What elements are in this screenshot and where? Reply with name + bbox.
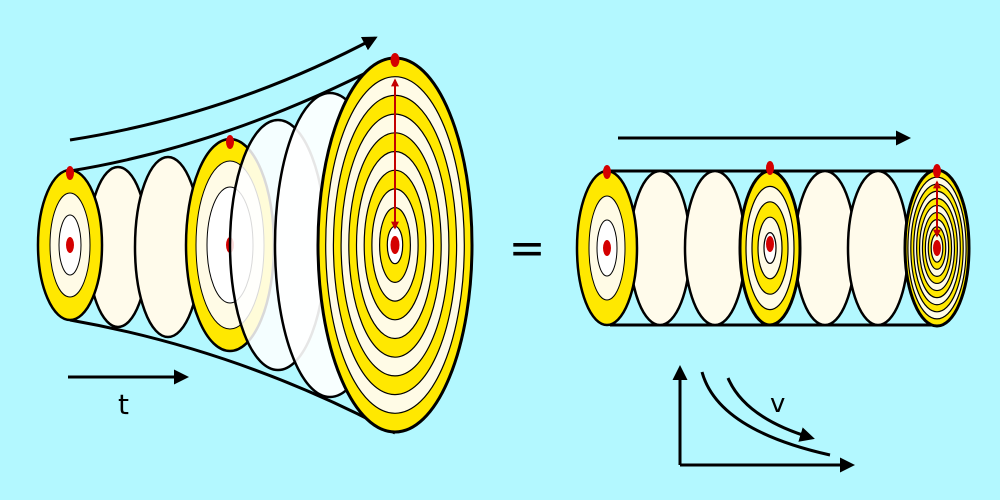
center-dot: [933, 240, 941, 256]
growth-arrow: [69, 36, 378, 142]
edge-dot: [766, 161, 774, 175]
decay-curve: [700, 371, 831, 457]
edge-dot: [603, 165, 611, 179]
edge-dot: [390, 53, 400, 67]
spacer-disk: [628, 169, 692, 327]
center-dot: [390, 236, 400, 254]
ringed-disk-small: [36, 166, 104, 322]
center-dot: [66, 237, 74, 253]
velocity-arrow: [726, 377, 815, 442]
time-label: t: [118, 388, 129, 421]
edge-dot: [66, 166, 74, 180]
decay-graph: v: [672, 365, 855, 473]
edge-dot: [226, 135, 234, 149]
spacer-disk: [683, 169, 747, 327]
ringed-disk-large: [316, 53, 474, 434]
spacer-disk: [793, 169, 857, 327]
expanding-cone: t: [36, 36, 474, 435]
center-dot: [766, 236, 774, 252]
edge-dot: [933, 164, 941, 178]
equals-sign: =: [509, 223, 546, 274]
velocity-label: v: [770, 389, 785, 419]
ringed-disk-cylinder-3: [903, 164, 971, 328]
spacer-disk: [846, 169, 910, 327]
ringed-disk-cylinder-2: [738, 161, 802, 327]
ringed-disk-cylinder-1: [575, 165, 639, 327]
cone-lower-edge: [69, 318, 396, 435]
cone-upper-edge: [69, 56, 396, 173]
center-dot: [603, 240, 611, 256]
cylinder: [575, 130, 971, 328]
